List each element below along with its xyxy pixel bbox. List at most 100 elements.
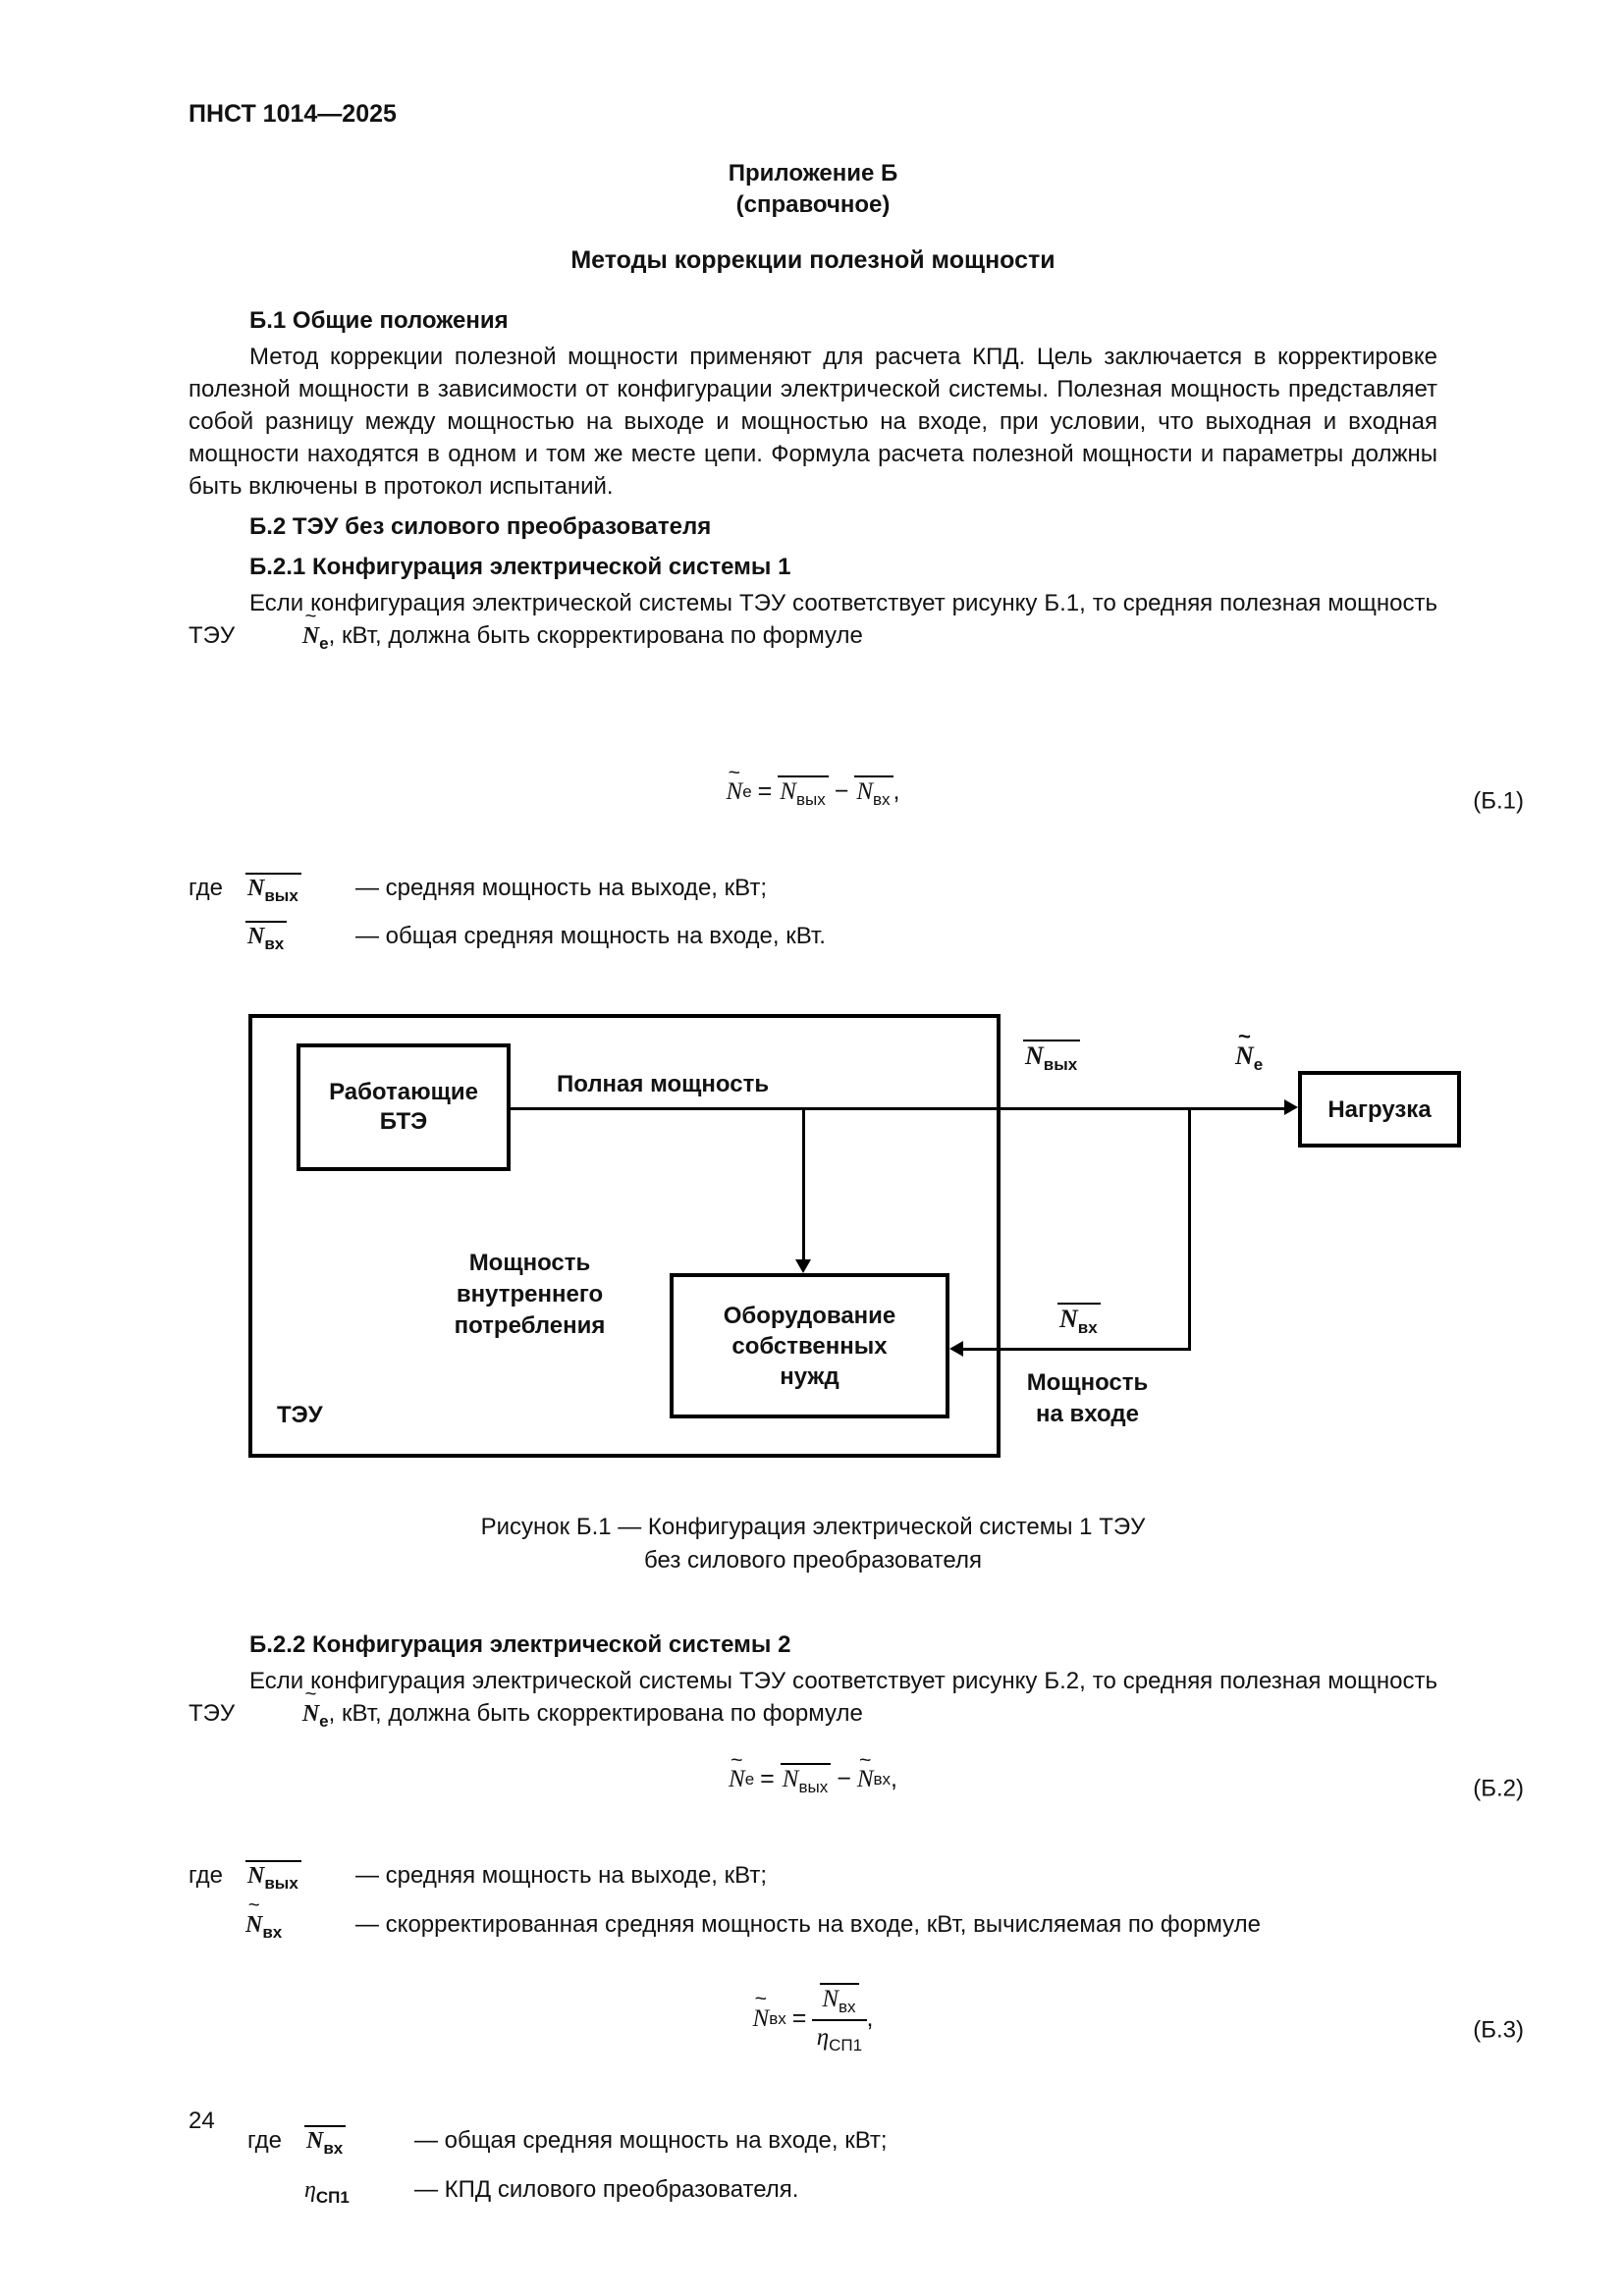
- heading-b22: Б.2.2 Конфигурация электрической системы…: [249, 1631, 791, 1659]
- math-subscript: вых: [1043, 1055, 1078, 1075]
- math-symbol-eta: η: [816, 2024, 830, 2052]
- paragraph-b1: Метод коррекции полезной мощности примен…: [189, 344, 1437, 500]
- figure-caption: Рисунок Б.1 — Конфигурация электрической…: [189, 1511, 1437, 1577]
- math-n-out: Nвых: [780, 1762, 832, 1796]
- term-n-out: Nвых: [245, 1859, 355, 1893]
- formula-b2-number: (Б.2): [1473, 1775, 1524, 1802]
- fuel-cell-label-line1: Работающие: [329, 1079, 478, 1106]
- definition-text: — средняя мощность на выходе, кВт;: [355, 874, 767, 901]
- term-n-in: Nвх: [304, 2124, 414, 2158]
- equals-sign: =: [791, 2003, 807, 2032]
- math-symbol-n: N: [822, 1986, 839, 2013]
- math-n-in-corrected: ~N: [856, 1749, 874, 1795]
- equals-sign: =: [757, 777, 773, 806]
- math-n-in: Nвх: [854, 774, 893, 809]
- math-symbol-n: N: [301, 623, 320, 649]
- paragraph-b21-text-before: Если конфигурация электрической системы …: [189, 590, 1437, 649]
- tilde-mark: ~: [858, 1748, 872, 1773]
- heading-b2: Б.2 ТЭУ без силового преобразователя: [249, 513, 712, 540]
- math-symbol-n: N: [247, 924, 265, 950]
- definition-row: ~Nвх — скорректированная средняя мощност…: [189, 1895, 1437, 1949]
- math-subscript: вх: [323, 2139, 344, 2159]
- definition-text: — средняя мощность на выходе, кВт;: [355, 1861, 767, 1889]
- math-subscript: вых: [795, 789, 826, 809]
- comma-mark: ,: [891, 1765, 897, 1793]
- math-symbol-n: N: [306, 2128, 324, 2155]
- math-subscript: вх: [873, 789, 891, 809]
- arrowhead-left-icon: [949, 1341, 963, 1358]
- math-subscript: СП1: [315, 2187, 350, 2207]
- tilde-mark: ~: [731, 1748, 743, 1773]
- math-subscript: вх: [262, 1922, 283, 1942]
- equipment-label-line1: Оборудование: [723, 1302, 896, 1329]
- equipment-label-line2: собственных: [731, 1332, 888, 1360]
- tju-system-boundary: [248, 1014, 1001, 1459]
- paragraph-b21-text-after: , кВт, должна быть скорректирована по фо…: [328, 622, 863, 649]
- comma-mark: ,: [893, 777, 900, 806]
- definition-text: — КПД силового преобразователя.: [414, 2175, 799, 2203]
- appendix-name: Приложение Б: [728, 160, 898, 187]
- math-subscript: вх: [264, 934, 285, 954]
- figure-b1-diagram: Работающие БТЭ Полная мощность Nвых ~Nе …: [189, 1014, 1475, 1464]
- definition-row: где Nвых — средняя мощность на выходе, к…: [189, 1859, 1437, 1893]
- math-subscript: е: [319, 1711, 329, 1731]
- math-subscript: е: [1253, 1055, 1264, 1075]
- definition-text: — общая средняя мощность на входе, кВт;: [414, 2127, 888, 2155]
- paragraph-b22-text-before: Если конфигурация электрической системы …: [189, 1668, 1437, 1728]
- tilde-mark: ~: [304, 1683, 317, 1706]
- math-subscript: е: [319, 633, 329, 653]
- definition-row: где Nвх — общая средняя мощность на вход…: [247, 2124, 1437, 2158]
- appendix-label: Приложение Б (справочное): [189, 158, 1437, 221]
- math-symbol-n: N: [780, 777, 796, 805]
- definition-row: Nвх — общая средняя мощность на входе, к…: [189, 920, 1437, 953]
- math-subscript: е: [742, 782, 752, 802]
- page-number: 24: [189, 2108, 215, 2134]
- input-power-line-vertical: [1188, 1110, 1191, 1352]
- math-symbol-n: N: [752, 2004, 770, 2032]
- auxiliary-equipment-box: Оборудование собственных нужд: [670, 1273, 949, 1419]
- definition-row: ηСП1 — КПД силового преобразователя.: [247, 2173, 1437, 2214]
- heading-b1: Б.1 Общие положения: [249, 307, 509, 334]
- math-symbol-n: N: [729, 1766, 745, 1793]
- term-n-out: Nвых: [245, 872, 355, 905]
- term-n-in: Nвх: [245, 920, 355, 953]
- where-word: где: [189, 874, 224, 901]
- arrowhead-down-icon: [795, 1259, 811, 1274]
- input-power-line-horizontal: [963, 1348, 1191, 1352]
- paragraph-b21: Если конфигурация электрической системы …: [189, 587, 1437, 660]
- math-symbol-n: N: [782, 1765, 799, 1792]
- load-box: Нагрузка: [1298, 1071, 1461, 1148]
- where-word: где: [247, 2127, 283, 2155]
- math-ne-inline: ~Nе: [242, 607, 329, 653]
- math-symbol-n: N: [856, 1766, 874, 1793]
- definition-text: — общая средняя мощность на входе, кВт.: [355, 923, 826, 950]
- figure-caption-line1: Рисунок Б.1 — Конфигурация электрической…: [480, 1514, 1146, 1541]
- internal-label-line1: Мощность: [468, 1250, 591, 1277]
- math-symbol-eta: η: [304, 2176, 316, 2203]
- math-subscript: вых: [798, 1777, 829, 1796]
- definition-text: — скорректированная средняя мощность на …: [355, 1910, 1261, 1938]
- input-power-label-line2: на входе: [1036, 1401, 1139, 1428]
- term-eta: ηСП1: [304, 2173, 414, 2214]
- minus-sign: −: [837, 1765, 851, 1793]
- figure-caption-line2: без силового преобразователя: [644, 1547, 982, 1575]
- equipment-label-line3: нужд: [780, 1362, 839, 1390]
- minus-sign: −: [834, 777, 849, 806]
- internal-power-line: [802, 1110, 805, 1262]
- page-content: ПНСТ 1014—2025 Приложение Б (справочное)…: [189, 0, 1525, 2214]
- fuel-cell-box: Работающие БТЭ: [297, 1043, 511, 1172]
- math-symbol-n: N: [247, 875, 265, 901]
- where-word: где: [189, 1861, 224, 1889]
- n-e-label: ~Nе: [1235, 1026, 1264, 1081]
- math-symbol-n: N: [726, 778, 743, 806]
- fraction-denominator: ηСП1: [817, 2021, 862, 2056]
- document-number: ПНСТ 1014—2025: [189, 100, 397, 128]
- internal-label-line2: внутреннего: [456, 1281, 604, 1308]
